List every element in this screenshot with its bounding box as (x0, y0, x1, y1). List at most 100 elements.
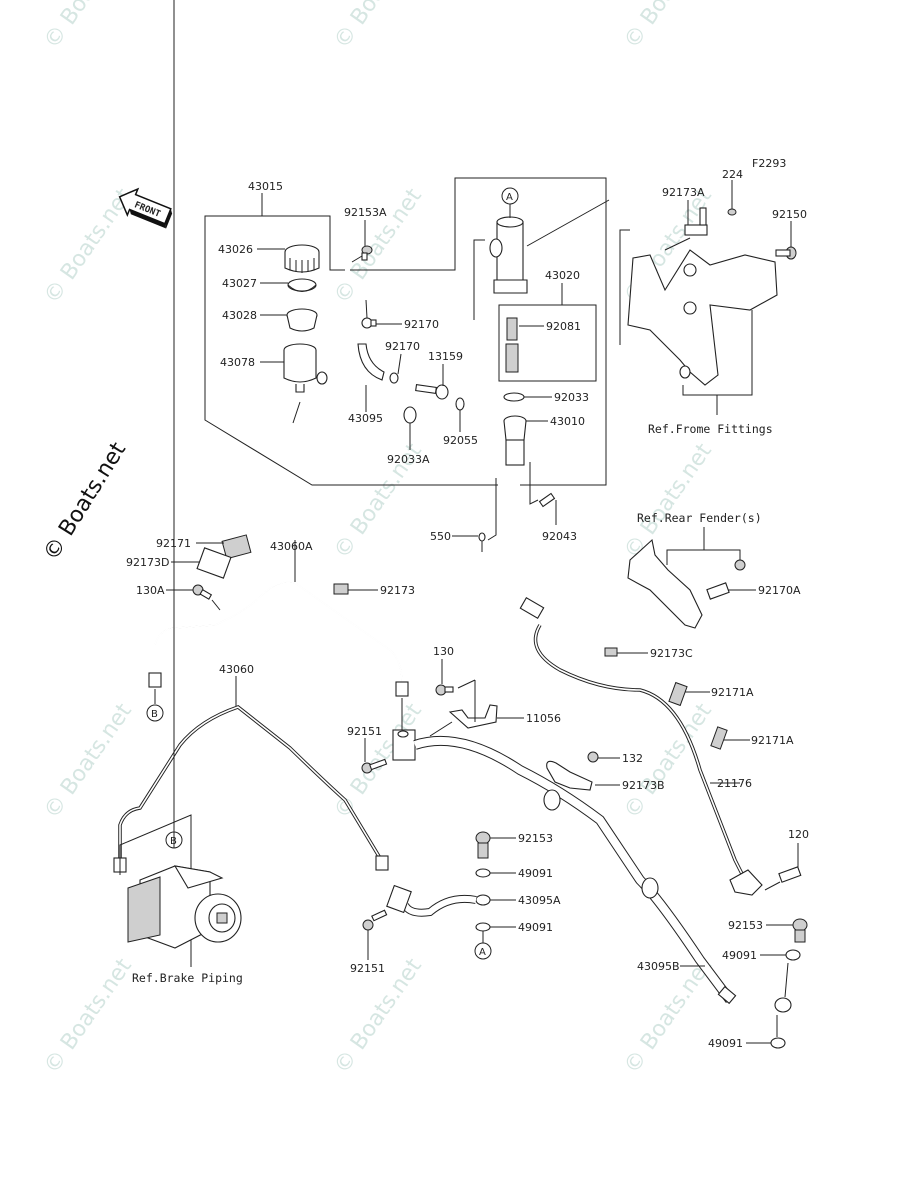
part-label-43027: 43027 (222, 277, 257, 290)
pin-92043 (538, 492, 556, 508)
screw-224 (727, 208, 737, 216)
watermark: © Boats.net (619, 439, 717, 564)
part-label-43095: 43095 (348, 412, 383, 425)
part-label-49091-right-upper: 49091 (722, 949, 757, 962)
part-label-43060: 43060 (219, 663, 254, 676)
washer-49091-center-lower (475, 922, 491, 932)
part-label-43028: 43028 (222, 309, 257, 322)
ref-brake-piping: Ref.Brake Piping (132, 971, 243, 985)
rear-fender-group: Ref.Rear Fender(s) 92170A 92173C 92171A … (604, 511, 801, 750)
bolt-130a (192, 584, 213, 600)
part-label-130a: 130A (136, 584, 165, 597)
clamp-92173d (196, 547, 232, 579)
collar-92170a (706, 582, 730, 600)
cover-92173a (684, 207, 708, 236)
brake-line-43060a: 43060A B (146, 540, 409, 722)
figure-code: F2293 (752, 157, 786, 170)
watermark: © Boats.net (39, 954, 137, 1079)
cotter-pin-550 (478, 532, 486, 552)
sensor-cable-21176: 21176 (519, 597, 763, 896)
part-label-120: 120 (788, 828, 809, 841)
part-label-49091-center-lower: 49091 (518, 921, 553, 934)
part-label-92055: 92055 (443, 434, 478, 447)
part-label-43010: 43010 (550, 415, 585, 428)
marker-b-line-label: B (151, 709, 158, 720)
part-label-21176: 21176 (717, 777, 752, 790)
part-label-92173: 92173 (380, 584, 415, 597)
part-label-92170a: 92170A (758, 584, 801, 597)
part-label-92170-lower: 92170 (385, 340, 420, 353)
part-label-92173c: 92173C (650, 647, 693, 660)
fender-bracket (627, 538, 703, 629)
reservoir-cap (284, 244, 320, 273)
part-label-92043: 92043 (542, 530, 577, 543)
part-label-43095b: 43095B (637, 960, 680, 973)
piston-kit-box (498, 304, 597, 382)
part-label-43026: 43026 (218, 243, 253, 256)
washer-49091-right-lower (770, 1037, 786, 1049)
part-label-92171a-lower: 92171A (751, 734, 794, 747)
watermark: © Boats.net (329, 184, 427, 309)
part-label-92151-upper: 92151 (347, 725, 382, 738)
circlip-92033a (403, 406, 417, 424)
reservoir-tank (283, 343, 328, 393)
part-label-92151-lower: 92151 (350, 962, 385, 975)
part-label-92170-upper: 92170 (404, 318, 439, 331)
part-label-132: 132 (622, 752, 643, 765)
watermark: © Boats.net (39, 0, 137, 53)
master-cylinder (489, 216, 528, 294)
diaphragm (287, 278, 317, 292)
part-label-43020: 43020 (545, 269, 580, 282)
clamp-92173c (604, 647, 618, 657)
watermark: © Boats.net (619, 0, 717, 53)
watermark: © Boats.net (329, 699, 427, 824)
clamp-92170-upper (361, 317, 377, 329)
part-label-92033: 92033 (554, 391, 589, 404)
part-label-92081: 92081 (546, 320, 581, 333)
part-label-43095a: 43095A (518, 894, 561, 907)
brake-line-43060: 43060 (113, 663, 389, 873)
part-label-11056: 11056 (526, 712, 561, 725)
marker-a-bottom-label: A (479, 947, 486, 958)
grommet-92171a-lower (710, 726, 728, 750)
front-arrow-icon: FRONT (118, 187, 173, 229)
bolt-132 (587, 751, 599, 763)
washer-49091-center-upper (475, 868, 491, 878)
bolt-92150 (775, 246, 797, 260)
bracket-11056 (448, 704, 498, 729)
part-label-92153a: 92153A (344, 206, 387, 219)
part-label-49091-right-lower: 49091 (708, 1037, 743, 1050)
ref-frame-fittings: Ref.Frome Fittings (648, 422, 773, 436)
washer-49091-right-upper (785, 949, 801, 961)
clamp-92170-lower (389, 372, 399, 384)
part-label-43060a: 43060A (270, 540, 313, 553)
reservoir-hose (357, 343, 385, 381)
banjo-stack-center: 92153 49091 43095A 49091 A (386, 831, 561, 960)
part-label-92033a: 92033A (387, 453, 430, 466)
part-label-92171a-upper: 92171A (711, 686, 754, 699)
part-label-92173a: 92173A (662, 186, 705, 199)
frame-fitting-group: Ref.Frome Fittings 92173A 224 92150 (619, 168, 807, 436)
banjo-stack-right: 92153 49091 43095B 49091 (637, 918, 808, 1050)
part-label-13159: 13159 (428, 350, 463, 363)
diaphragm-plate (286, 308, 318, 332)
watermark: © Boats.net (39, 699, 137, 824)
watermark: © Boats.net (329, 0, 427, 53)
bolt-120 (778, 866, 802, 883)
part-label-224: 224 (722, 168, 743, 181)
grommet-92171a-upper (668, 681, 688, 707)
part-label-92153-right: 92153 (728, 919, 763, 932)
part-label-92173d: 92173D (126, 556, 169, 569)
bolt-130 (435, 684, 454, 696)
bolt-92153-right (792, 918, 808, 932)
marker-b-line (146, 704, 164, 722)
part-label-550: 550 (430, 530, 451, 543)
hose-fitting (415, 384, 449, 400)
reservoir-group: 43015 43026 43027 43028 (204, 177, 610, 552)
marker-a-bottom (474, 942, 492, 960)
banjo-43095a (475, 894, 491, 906)
ref-rear-fenders: Ref.Rear Fender(s) (637, 511, 762, 525)
part-label-49091-center-upper: 49091 (518, 867, 553, 880)
bolt-92151-lower (362, 909, 388, 931)
